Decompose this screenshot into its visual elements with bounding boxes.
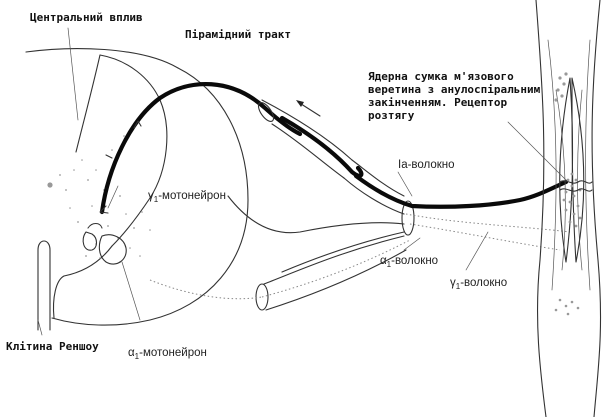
- alpha-motoneuron-body: [98, 234, 127, 265]
- grey-matter-stipple: [47, 135, 151, 263]
- bottom-end-plates: [554, 298, 580, 316]
- label-renshaw-cell: Клітина Реншоу: [6, 340, 99, 353]
- label-gamma1-motoneuron: γ1-мотонейрон: [148, 190, 226, 204]
- label-ia-fiber: Ia-волокно: [398, 159, 455, 171]
- label-pyramidal-tract: Пірамідний тракт: [185, 28, 291, 41]
- ia-afferent-fiber: [279, 100, 569, 209]
- renshaw-cell-body: [82, 222, 103, 251]
- label-alpha1-fiber: α1-волокно: [380, 255, 438, 269]
- label-alpha1-motoneuron: α1-мотонейрон: [128, 347, 207, 361]
- pyramidal-tract-fiber: [99, 82, 303, 215]
- label-nuclear-bag-line3: закінченням. Рецептор: [368, 96, 507, 109]
- label-nuclear-bag-line4: розтягу: [368, 109, 415, 122]
- label-nuclear-bag-line1: Ядерна сумка м'язового: [368, 70, 514, 83]
- top-receptor-cluster: [554, 72, 568, 102]
- muscle-spindle: [507, 0, 602, 417]
- label-gamma1-fiber: γ1-волокно: [450, 277, 507, 291]
- label-leader-lines: [37, 27, 489, 336]
- label-nuclear-bag-line2: веретина з анулоспіральним: [368, 83, 541, 96]
- spinal-cord-cross-section: [25, 48, 249, 331]
- label-central-influence: Центральний вплив: [30, 11, 143, 24]
- ventral-root-nerve: [149, 99, 415, 311]
